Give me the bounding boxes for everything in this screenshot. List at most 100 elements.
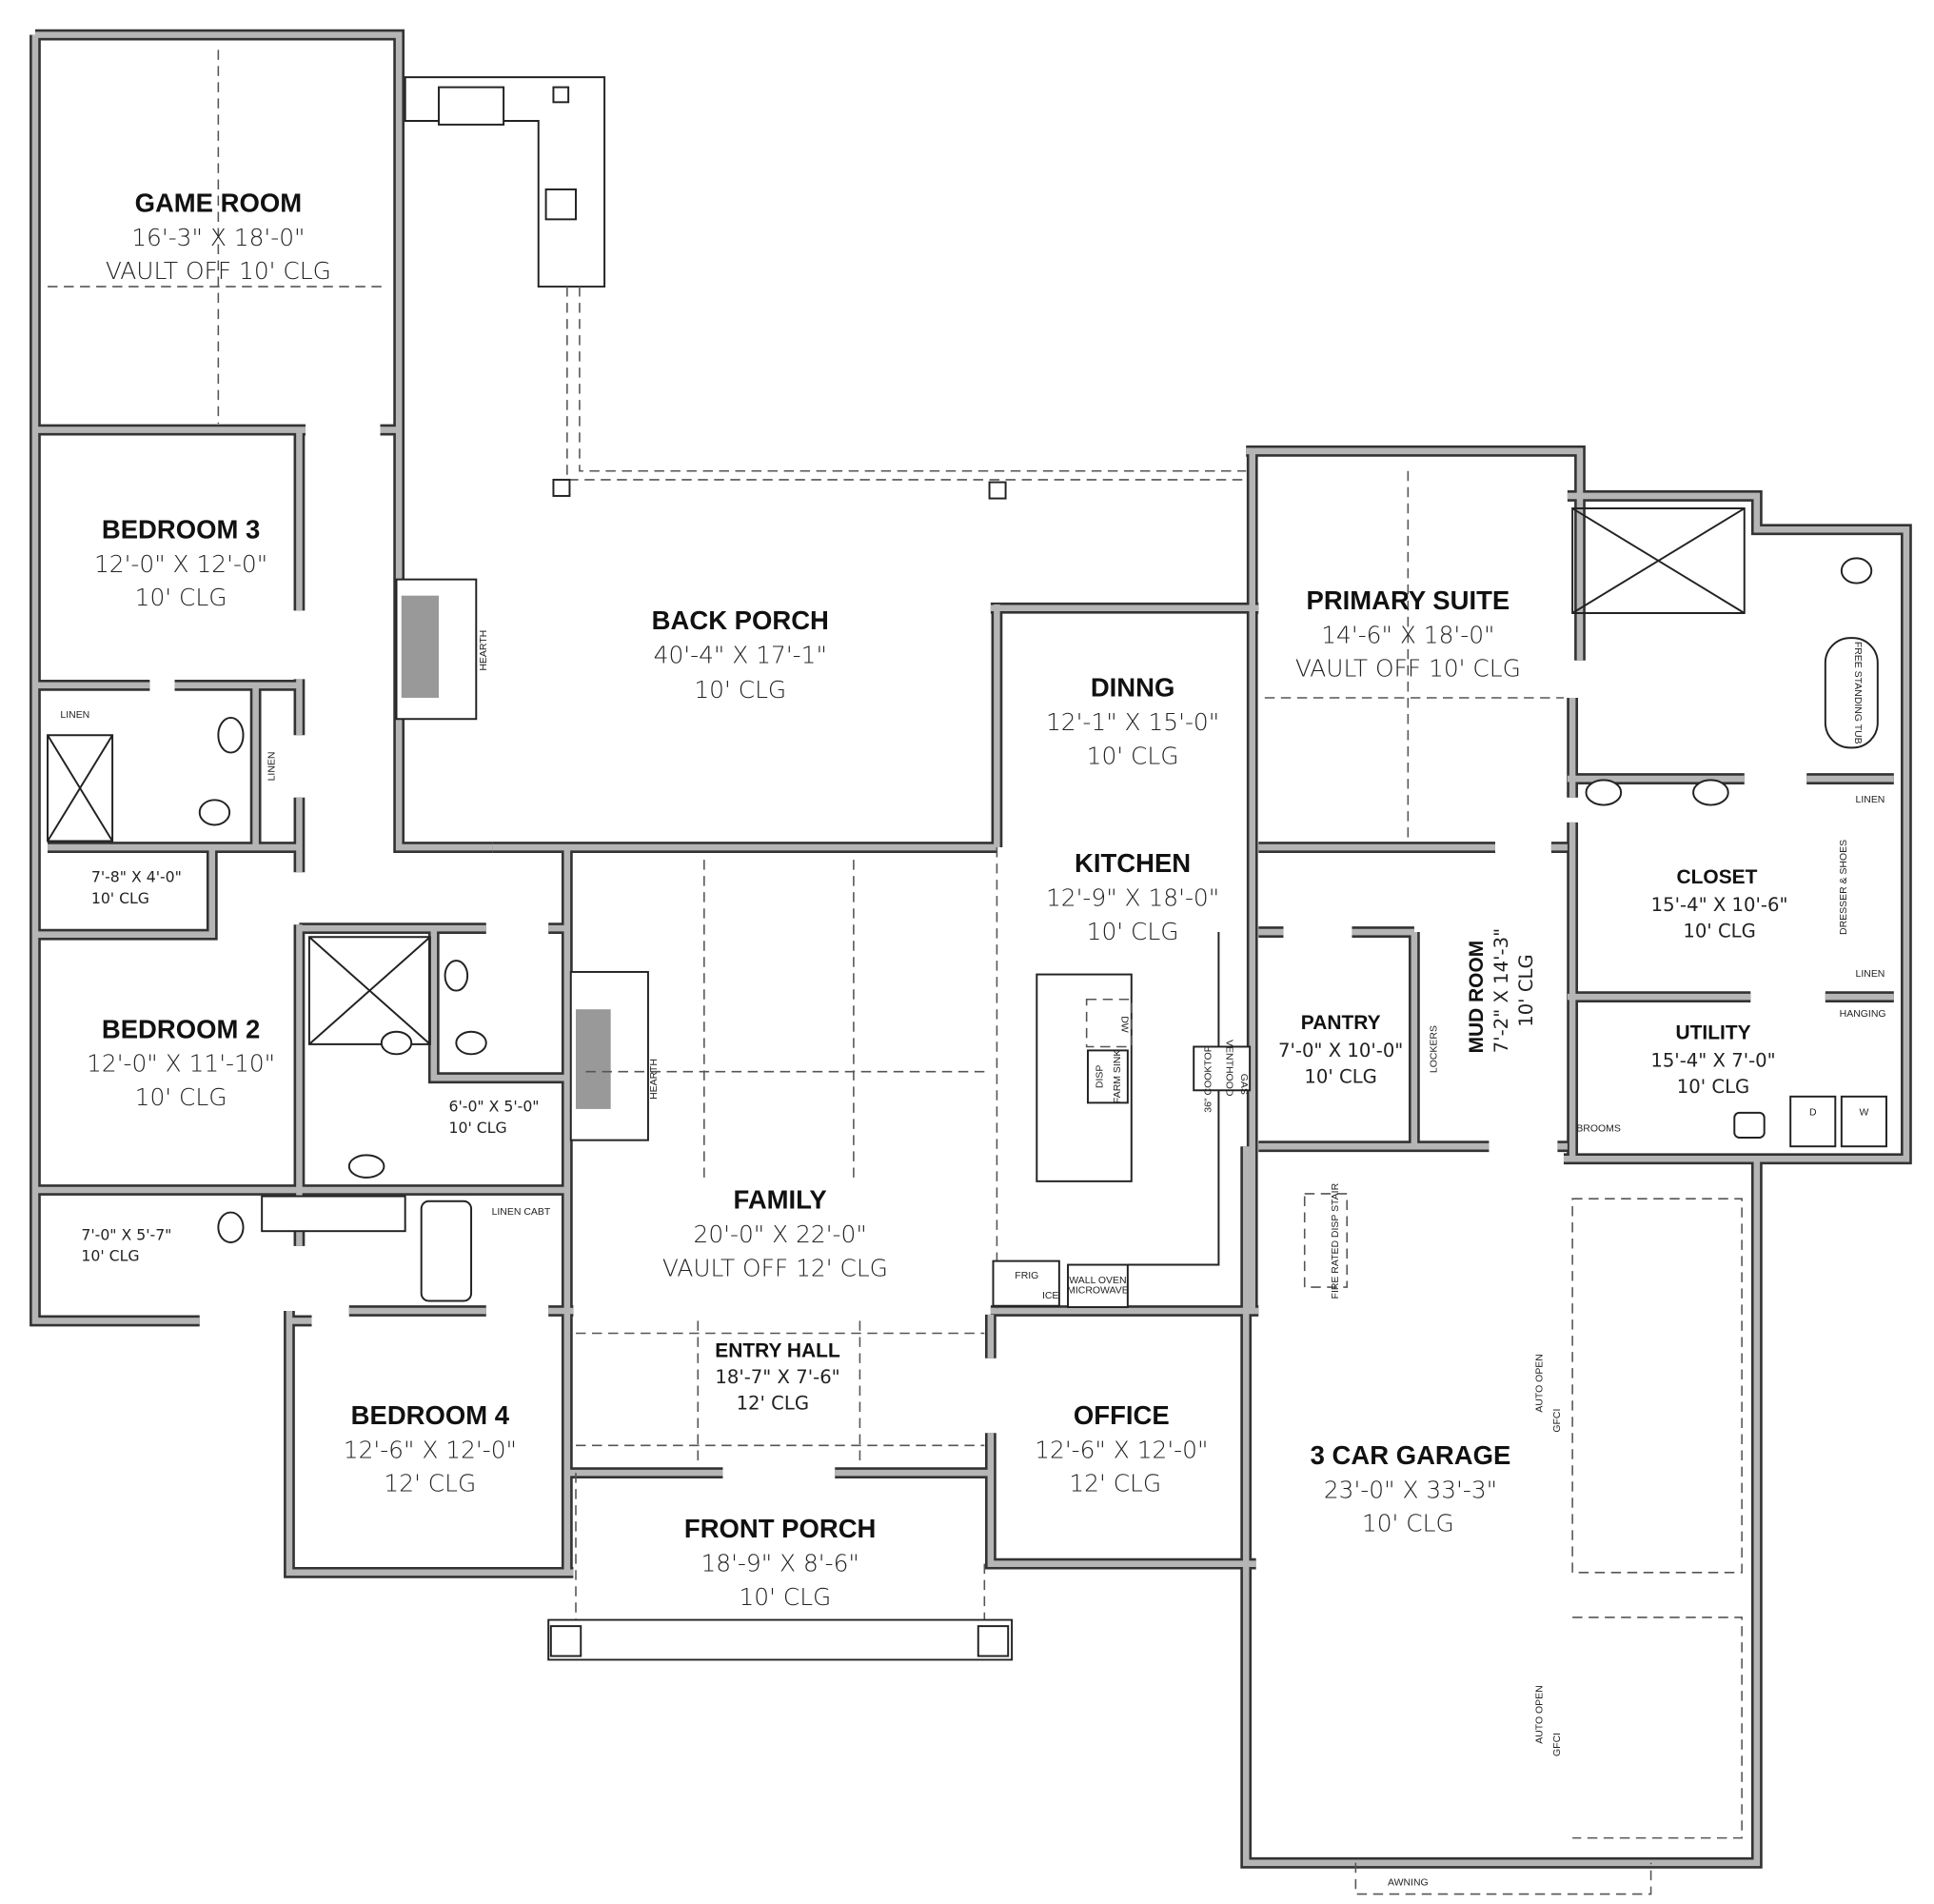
room-ceiling: 10' CLG (1362, 1510, 1454, 1537)
room-dims: 15'-4" X 10'-6" (1651, 894, 1788, 916)
room-ceiling: VAULT OFF 12' CLG (662, 1254, 888, 1281)
room-dims: 7'-2" X 14'-3" (1490, 928, 1512, 1053)
room-office: OFFICE 12'-6" X 12'-0" 12' CLG (1035, 1400, 1208, 1497)
room-ceiling: 10' CLG (1677, 1076, 1749, 1098)
room-dims: 12'-9" X 18'-0" (1046, 884, 1219, 912)
room-family: FAMILY 20'-0" X 22'-0" VAULT OFF 12' CLG (662, 1185, 888, 1282)
awning-label: AWNING (1388, 1877, 1429, 1888)
room-dims: 18'-7" X 7'-6" (715, 1366, 839, 1388)
room-name: MUD ROOM (1466, 941, 1488, 1054)
hearth-label: HEARTH (479, 630, 489, 671)
gas-label: GAS (1238, 1074, 1249, 1095)
room-ceiling: 10' CLG (1087, 742, 1179, 769)
room-ceiling: 12' CLG (737, 1392, 809, 1414)
cooktop-label: 36" COOKTOP (1204, 1045, 1214, 1112)
auto-open-label: AUTO OPEN (1535, 1685, 1546, 1743)
hanging-label: HANGING (1840, 1009, 1886, 1020)
gfci-label: GFCI (1552, 1409, 1563, 1433)
room-kitchen: KITCHEN 12'-9" X 18'-0" 10' CLG (1046, 848, 1219, 945)
room-dims: 16'-3" X 18'-0" (131, 224, 305, 251)
wall-oven-label: WALL OVEN (1069, 1276, 1126, 1286)
porch-column (988, 481, 1007, 500)
venthood-label: VENTHOOD (1223, 1040, 1233, 1097)
room-name: BEDROOM 2 (102, 1014, 260, 1043)
room-utility: UTILITY 15'-4" X 7'-0" 10' CLG (1650, 1022, 1775, 1098)
gfci-label: GFCI (1552, 1733, 1563, 1756)
awning (1354, 1862, 1652, 1895)
room-ceiling: 10' CLG (1087, 918, 1179, 945)
ice-label: ICE (1042, 1291, 1058, 1301)
room-name: CLOSET (1676, 866, 1757, 888)
room-dims: 7'-0" X 10'-0" (1278, 1040, 1403, 1061)
room-dims: 12'-0" X 11'-10" (87, 1050, 275, 1078)
room-name: UTILITY (1675, 1022, 1750, 1044)
fireplace-outdoor (395, 578, 478, 721)
room-back-porch: BACK PORCH 40'-4" X 17'-1" 10' CLG (652, 605, 829, 704)
room-name: OFFICE (1074, 1400, 1170, 1430)
fridge-label: FRIG (1015, 1271, 1038, 1281)
room-dims: 12'-6" X 12'-0" (344, 1436, 517, 1463)
room-name: FRONT PORCH (684, 1514, 876, 1543)
room-dims: 12'-0" X 12'-0" (94, 550, 267, 578)
room-dims: 15'-4" X 7'-0" (1650, 1049, 1775, 1071)
walls-outline (35, 35, 1906, 1863)
vault-lines (48, 50, 1564, 1464)
kitchen-island (1036, 973, 1133, 1182)
dryer-label: D (1809, 1107, 1817, 1118)
room-name: PANTRY (1301, 1012, 1381, 1034)
closet-dims: 7'-8" X 4'-0" (91, 868, 182, 886)
room-ceiling: 12' CLG (1069, 1470, 1161, 1497)
dresser-label: DRESSER & SHOES (1839, 840, 1849, 935)
front-porch-edge (547, 1473, 1014, 1661)
room-name: BACK PORCH (652, 605, 829, 635)
room-ceiling: 10' CLG (1515, 954, 1537, 1026)
fixture-labels: LINEN LINEN LINEN CABT HEARTH HEARTH DW … (60, 630, 1885, 1889)
room-mud-room: MUD ROOM 7'-2" X 14'-3" 10' CLG (1466, 928, 1537, 1054)
porch-column (552, 478, 571, 497)
room-dims: 18'-9" X 8'-6" (701, 1550, 858, 1577)
room-ceiling: 10' CLG (135, 584, 227, 611)
linen-label: LINEN (266, 752, 277, 782)
room-front-porch: FRONT PORCH 18'-9" X 8'-6" 10' CLG (684, 1514, 876, 1611)
room-ceiling: VAULT OFF 10' CLG (106, 257, 331, 285)
fridge (992, 1259, 1060, 1307)
room-name: GAME ROOM (135, 188, 303, 218)
closet-ceiling: 10' CLG (81, 1247, 139, 1265)
room-dims: 14'-6" X 18'-0" (1321, 621, 1494, 648)
room-pantry: PANTRY 7'-0" X 10'-0" 10' CLG (1278, 1012, 1403, 1087)
room-primary-suite: PRIMARY SUITE 14'-6" X 18'-0" VAULT OFF … (1295, 585, 1521, 683)
room-closet: CLOSET 15'-4" X 10'-6" 10' CLG (1651, 866, 1788, 942)
linen-label: LINEN (60, 710, 89, 721)
room-bedroom3: BEDROOM 3 12'-0" X 12'-0" 10' CLG (94, 514, 267, 611)
room-name: PRIMARY SUITE (1307, 585, 1510, 615)
dishwasher-label: DW (1118, 1016, 1129, 1033)
disposal-label: DISP (1095, 1065, 1106, 1088)
brooms-label: BROOMS (1576, 1123, 1621, 1134)
fireplace-family (569, 970, 649, 1141)
kitchen-counter (1127, 932, 1220, 1266)
room-dims: 40'-4" X 17'-1" (654, 641, 827, 668)
room-ceiling: 10' CLG (1683, 920, 1755, 942)
back-porch-edge (566, 287, 1247, 481)
closet-dims: 7'-0" X 5'-7" (81, 1225, 171, 1243)
room-dims: 12'-1" X 15'-0" (1046, 708, 1219, 736)
room-bedroom2: BEDROOM 2 12'-0" X 11'-10" 10' CLG (87, 1014, 275, 1111)
room-bedroom4: BEDROOM 4 12'-6" X 12'-0" 12' CLG (344, 1400, 517, 1497)
lockers-label: LOCKERS (1429, 1025, 1439, 1073)
room-dims: 23'-0" X 33'-3" (1324, 1476, 1497, 1503)
washer-label: W (1859, 1107, 1868, 1118)
room-ceiling: 10' CLG (1304, 1065, 1376, 1087)
hearth-label: HEARTH (649, 1059, 660, 1100)
room-name: ENTRY HALL (715, 1339, 840, 1361)
linen-cabinet-label: LINEN CABT (492, 1207, 551, 1218)
farm-sink-label: FARM SINK (1113, 1050, 1123, 1103)
room-dims: 12'-6" X 12'-0" (1035, 1436, 1208, 1463)
auto-open-label: AUTO OPEN (1535, 1354, 1546, 1412)
room-ceiling: 10' CLG (135, 1083, 227, 1111)
wall-oven (1067, 1263, 1129, 1309)
walls-fill (35, 35, 1906, 1863)
bath-ceiling: 10' CLG (448, 1119, 506, 1137)
garage-door (1571, 1198, 1743, 1839)
room-game-room: GAME ROOM 16'-3" X 18'-0" VAULT OFF 10' … (106, 188, 331, 286)
